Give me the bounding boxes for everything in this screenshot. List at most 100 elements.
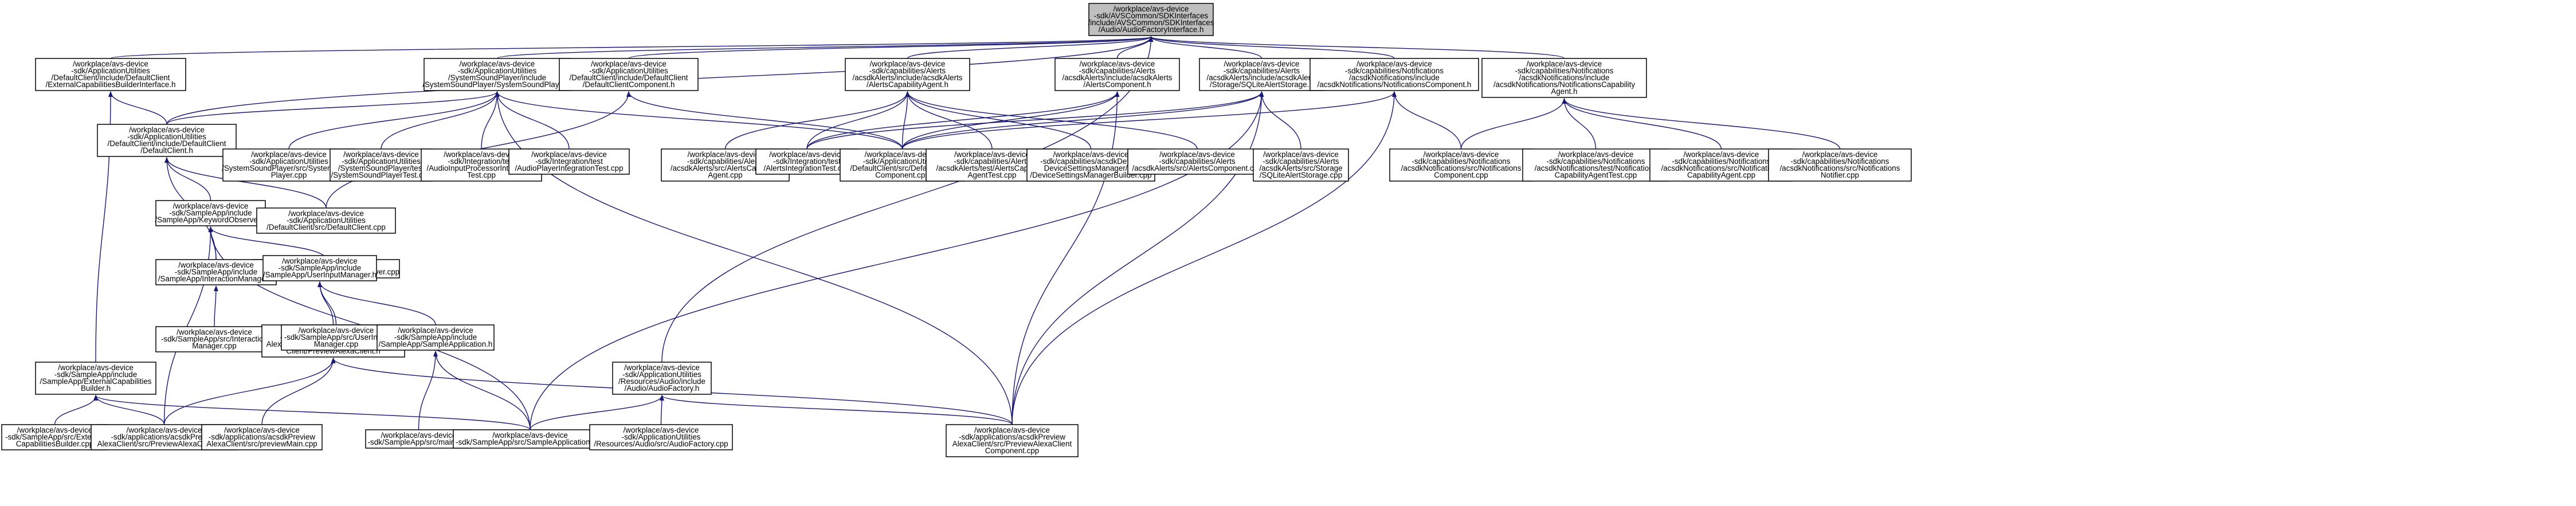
node-label-line: -sdk/SampleApp/src/Interaction xyxy=(161,335,268,343)
node-notifier[interactable]: /workplace/avs-device-sdk/capabilities/N… xyxy=(1768,148,1912,182)
node-im_cpp[interactable]: /workplace/avs-device-sdk/SampleApp/src/… xyxy=(155,326,273,352)
node-label-line: /workplace/avs-device xyxy=(1113,5,1189,13)
node-sa_h[interactable]: /workplace/avs-device-sdk/SampleApp/incl… xyxy=(377,324,495,351)
node-label-line: -sdk/capabilities/Alerts xyxy=(869,66,946,75)
edge-line xyxy=(213,285,218,327)
dependency-edge-sa_cpp-to-sa_h xyxy=(433,351,531,430)
node-label-line: -sdk/SampleApp/src/main.cpp xyxy=(368,438,470,446)
edge-line xyxy=(1259,91,1301,150)
node-label-line: /workplace/avs-device xyxy=(224,426,300,434)
node-label-line: -sdk/capabilities/acsdkDefault xyxy=(1040,157,1142,166)
node-aca_h[interactable]: /workplace/avs-device-sdk/capabilities/A… xyxy=(845,58,970,91)
edge-line xyxy=(261,358,336,425)
node-apl_test[interactable]: /workplace/avs-device-sdk/Integration/te… xyxy=(508,148,630,175)
node-uim_cpp[interactable]: /workplace/avs-device-sdk/SampleApp/src/… xyxy=(281,324,391,351)
node-box xyxy=(1253,148,1349,182)
edge-line xyxy=(1148,36,1395,59)
node-sqlite_cpp[interactable]: /workplace/avs-device-sdk/capabilities/A… xyxy=(1253,148,1349,182)
node-label-line: /workplace/avs-device xyxy=(173,202,249,210)
edge-line xyxy=(901,91,1120,150)
node-pm_cpp[interactable]: /workplace/avs-device-sdk/applications/a… xyxy=(201,424,323,450)
node-label-line: /SampleApp/KeywordObserver.h xyxy=(155,215,266,224)
dependency-edge-uim_cpp-to-uim_h xyxy=(317,281,337,325)
node-nca_test[interactable]: /workplace/avs-device-sdk/capabilities/N… xyxy=(1522,148,1669,182)
edge-line xyxy=(163,358,336,425)
node-label-line: /workplace/avs-device xyxy=(177,328,252,336)
node-ncomp_h[interactable]: /workplace/avs-device-sdk/capabilities/N… xyxy=(1309,58,1479,91)
edge-line xyxy=(1392,91,1462,150)
node-label-line: /DefaultClientComponent.h xyxy=(583,80,675,89)
node-box xyxy=(281,324,391,351)
node-ssp_test[interactable]: /workplace/avs-device-sdk/ApplicationUti… xyxy=(330,148,433,182)
node-label-line: /workplace/avs-device xyxy=(769,150,845,159)
node-af_cpp[interactable]: /workplace/avs-device-sdk/ApplicationUti… xyxy=(589,424,733,450)
node-dc_h[interactable]: /workplace/avs-device-sdk/ApplicationUti… xyxy=(97,124,237,157)
node-ncomp_cpp[interactable]: /workplace/avs-device-sdk/capabilities/N… xyxy=(1389,148,1533,182)
edge-line xyxy=(1011,91,1264,425)
node-box xyxy=(201,424,323,450)
node-nca_h[interactable]: /workplace/avs-device-sdk/capabilities/N… xyxy=(1481,58,1647,98)
node-box xyxy=(1054,58,1180,91)
node-ssp_h[interactable]: /workplace/avs-device-sdk/ApplicationUti… xyxy=(422,58,572,91)
node-box xyxy=(508,148,630,175)
node-root[interactable]: /workplace/avs-device-sdk/AVSCommon/SDKI… xyxy=(1088,3,1214,36)
node-label-line: /AlertsComponent.h xyxy=(1083,80,1151,89)
dependency-edge-pm_cpp-to-pac_h xyxy=(261,358,336,425)
dependency-edge-ncomp_cpp-to-ncomp_h xyxy=(1392,91,1462,150)
node-label-line: /acsdkAlerts/include/acsdkAlerts xyxy=(1062,73,1172,82)
node-label-line: -sdk/ApplicationUtilities xyxy=(342,157,421,166)
node-label-line: /workplace/avs-device xyxy=(299,326,374,335)
node-label-line: -sdk/capabilities/Alerts xyxy=(1224,66,1300,75)
node-label-line: DeviceSettingsManager/src xyxy=(1044,164,1138,172)
node-label-line: Component.cpp xyxy=(985,446,1040,455)
node-im_h[interactable]: /workplace/avs-device-sdk/SampleApp/incl… xyxy=(155,259,277,285)
node-box xyxy=(262,255,377,281)
node-label-line: /workplace/avs-device xyxy=(251,150,327,159)
node-label-line: -sdk/ApplicationUtilities xyxy=(863,157,942,166)
node-label-line: Builder.h xyxy=(81,384,111,393)
edge-line xyxy=(628,36,1154,59)
dependency-edge-dcc_cpp-to-sqlite_h xyxy=(901,91,1264,150)
node-label-line: Component.cpp xyxy=(1434,171,1488,179)
node-box xyxy=(1481,58,1647,98)
node-uim_h[interactable]: /workplace/avs-device-sdk/SampleApp/incl… xyxy=(262,255,377,281)
node-label-line: Notifier.cpp xyxy=(1821,171,1859,179)
edge-line xyxy=(166,91,500,125)
node-label-line: /workplace/avs-device xyxy=(1224,60,1300,68)
node-label-line: CapabilitiesBuilder.cpp xyxy=(16,440,93,448)
node-label-line: /workplace/avs-device xyxy=(343,150,419,159)
node-acomp_cpp[interactable]: /workplace/avs-device-sdk/capabilities/A… xyxy=(1127,148,1267,175)
node-pacc_cpp[interactable]: /workplace/avs-device-sdk/applications/a… xyxy=(946,424,1079,457)
node-dcc_h[interactable]: /workplace/avs-device-sdk/ApplicationUti… xyxy=(559,58,699,91)
node-acomp_h[interactable]: /workplace/avs-device-sdk/capabilities/A… xyxy=(1054,58,1180,91)
node-box xyxy=(1088,3,1214,36)
node-box xyxy=(946,424,1079,457)
node-label-line: /workplace/avs-device xyxy=(870,60,946,68)
node-label-line: -sdk/AVSCommon/SDKInterfaces xyxy=(1094,11,1208,20)
node-ecb_h[interactable]: /workplace/avs-device-sdk/SampleApp/incl… xyxy=(35,362,156,395)
node-sqlite_h[interactable]: /workplace/avs-device-sdk/capabilities/A… xyxy=(1199,58,1324,91)
edge-line xyxy=(54,395,98,425)
node-kwo_h[interactable]: /workplace/avs-device-sdk/SampleApp/incl… xyxy=(155,200,266,226)
node-ecbi[interactable]: /workplace/avs-device-sdk/ApplicationUti… xyxy=(35,58,186,91)
node-label-line: /SystemSoundPlayerTest.cpp xyxy=(331,171,432,179)
node-af_h[interactable]: /workplace/avs-device-sdk/ApplicationUti… xyxy=(612,362,712,395)
node-label-line: AgentTest.cpp xyxy=(968,171,1017,179)
node-box xyxy=(589,424,733,450)
node-label-line: /acsdkNotifications/src/Notifications xyxy=(1780,164,1900,172)
edge-line xyxy=(1562,98,1722,150)
node-box xyxy=(330,148,433,182)
node-label-line: /DeviceSettingsManagerBuilder.cpp xyxy=(1030,171,1151,179)
node-label-line: /DefaultClient/src/DefaultClient.cpp xyxy=(266,223,386,232)
node-dc_cpp[interactable]: /workplace/avs-device-sdk/ApplicationUti… xyxy=(256,207,396,234)
dependency-edge-dsmb-to-aca_h xyxy=(905,91,1092,150)
node-label-line: -sdk/Integration/test xyxy=(448,157,515,166)
node-sa_cpp[interactable]: /workplace/avs-device-sdk/SampleApp/src/… xyxy=(453,429,607,449)
node-label-line: /workplace/avs-device xyxy=(1053,150,1129,159)
node-label-line: /Storage/SQLiteAlertStorage.h xyxy=(1210,80,1314,89)
node-label-line: /workplace/avs-device xyxy=(1159,150,1235,159)
dependency-edge-api_test-to-ssp_h xyxy=(481,91,500,150)
dependency-edge-nca_test-to-nca_h xyxy=(1562,98,1597,150)
node-label-line: /workplace/avs-device xyxy=(129,125,205,134)
node-box xyxy=(155,200,266,226)
